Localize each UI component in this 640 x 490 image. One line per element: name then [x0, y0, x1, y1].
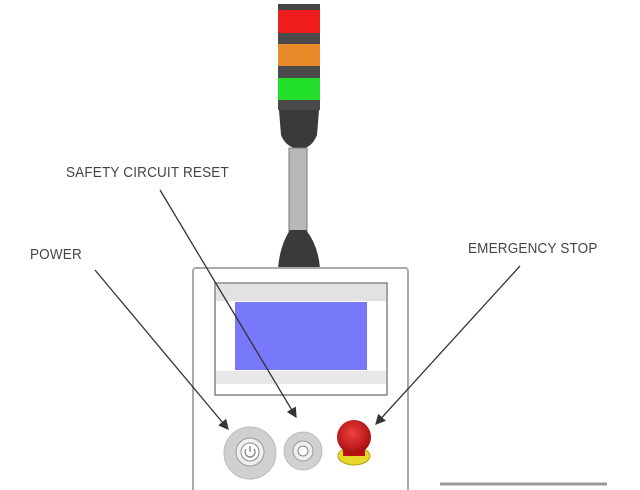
tower-base — [278, 230, 320, 268]
hmi-screen[interactable] — [235, 302, 367, 370]
power-label: POWER — [30, 246, 82, 263]
red-light — [278, 10, 320, 33]
safety-reset-button[interactable] — [283, 431, 323, 471]
orange-light — [278, 44, 320, 66]
emergency-stop-label: EMERGENCY STOP — [468, 240, 598, 257]
power-arrow — [94, 269, 229, 430]
emergency-stop-arrow — [375, 265, 521, 425]
safety-reset-arrow — [159, 189, 297, 419]
emergency-stop-button[interactable] — [337, 420, 371, 466]
safety-reset-label: SAFETY CIRCUIT RESET — [66, 164, 229, 181]
signal-tower — [278, 4, 320, 268]
tower-pole — [288, 147, 308, 234]
green-light — [278, 78, 320, 100]
power-icon — [244, 448, 256, 458]
power-button[interactable] — [223, 426, 277, 480]
